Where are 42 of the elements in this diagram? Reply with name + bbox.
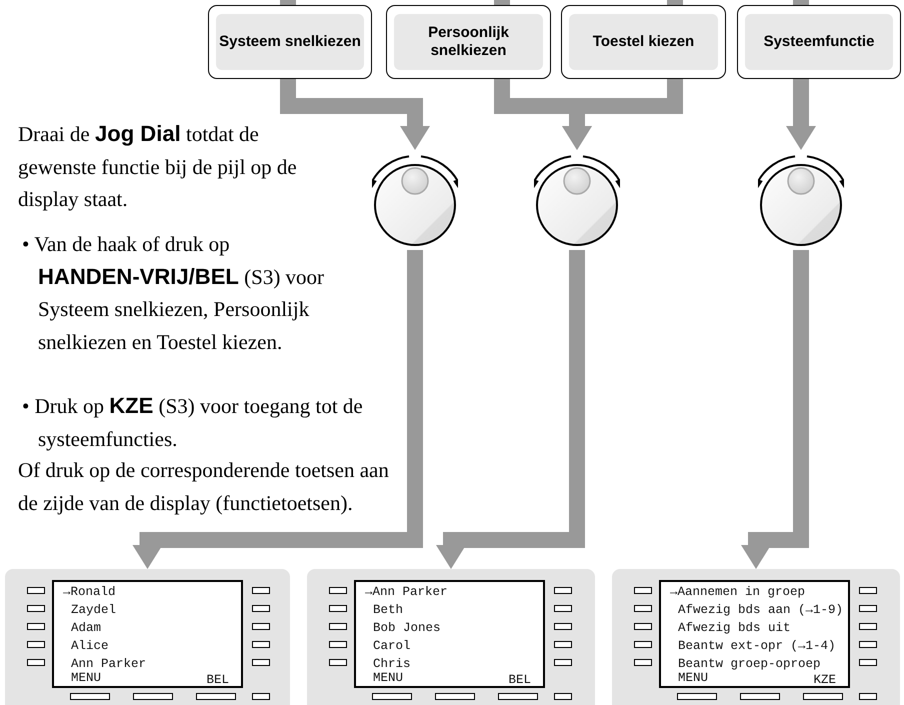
phone-display-panel xyxy=(612,569,900,705)
display-text: Beantw groep-oproep xyxy=(678,657,821,672)
bullet-text: • Van de haak of druk op HANDEN-VRIJ/BEL (S3) voor Systeem snelkiezen, Persoonlijk snelkiezen en Toestel kiezen. xyxy=(21,231,326,356)
option-box xyxy=(386,5,551,79)
option-label: Systeemfunctie xyxy=(764,33,874,51)
arrow xyxy=(741,250,809,569)
option-box xyxy=(561,5,726,79)
arrow xyxy=(562,79,683,150)
display-text: MENU xyxy=(71,671,102,686)
display-text: MENU xyxy=(678,671,708,686)
display-text: Bob Jones xyxy=(373,621,441,636)
display-text: Alice xyxy=(71,639,109,654)
display-text: BEL xyxy=(508,673,531,688)
display-text: KZE xyxy=(813,673,836,688)
display-text: Adam xyxy=(71,621,102,636)
arrow xyxy=(280,79,430,150)
instruction-text: Of druk op de corresponderende toetsen aan de zijde van de display (functietoetsen). xyxy=(18,457,390,516)
bullet-text: • Druk op KZE (S3) voor toegang tot de systeemfuncties. xyxy=(21,392,364,452)
option-label: Systeem snelkiezen xyxy=(219,33,361,51)
display-text: →Aannemen in groep xyxy=(670,585,806,600)
display-text: Carol xyxy=(373,639,411,654)
option-box xyxy=(208,5,372,79)
instruction-text: Draai de Jog Dial totdat de gewenste functie bij de pijl op de display staat. xyxy=(18,120,298,213)
arrow xyxy=(786,79,816,150)
display-text: MENU xyxy=(373,671,404,686)
display-text: Beantw ext-opr (→1-4) xyxy=(678,639,836,654)
display-text: →Ronald xyxy=(63,585,116,600)
display-text: Chris xyxy=(373,657,411,672)
display-text: Beth xyxy=(373,603,404,618)
display-text: Zaydel xyxy=(71,603,116,618)
arrow xyxy=(436,250,585,569)
arrow xyxy=(132,250,423,569)
display-text: BEL xyxy=(206,673,229,688)
option-label: Toestel kiezen xyxy=(592,33,694,51)
option-label: Persoonlijk snelkiezen xyxy=(427,24,510,60)
display-text: →Ann Parker xyxy=(365,585,448,600)
display-text: Ann Parker xyxy=(71,657,146,672)
phone-display-panel xyxy=(307,569,595,705)
display-text: Afwezig bds uit xyxy=(678,621,791,636)
phone-display-panel xyxy=(5,569,290,705)
option-box xyxy=(737,5,901,79)
display-text: Afwezig bds aan (→1-9) xyxy=(678,603,844,618)
